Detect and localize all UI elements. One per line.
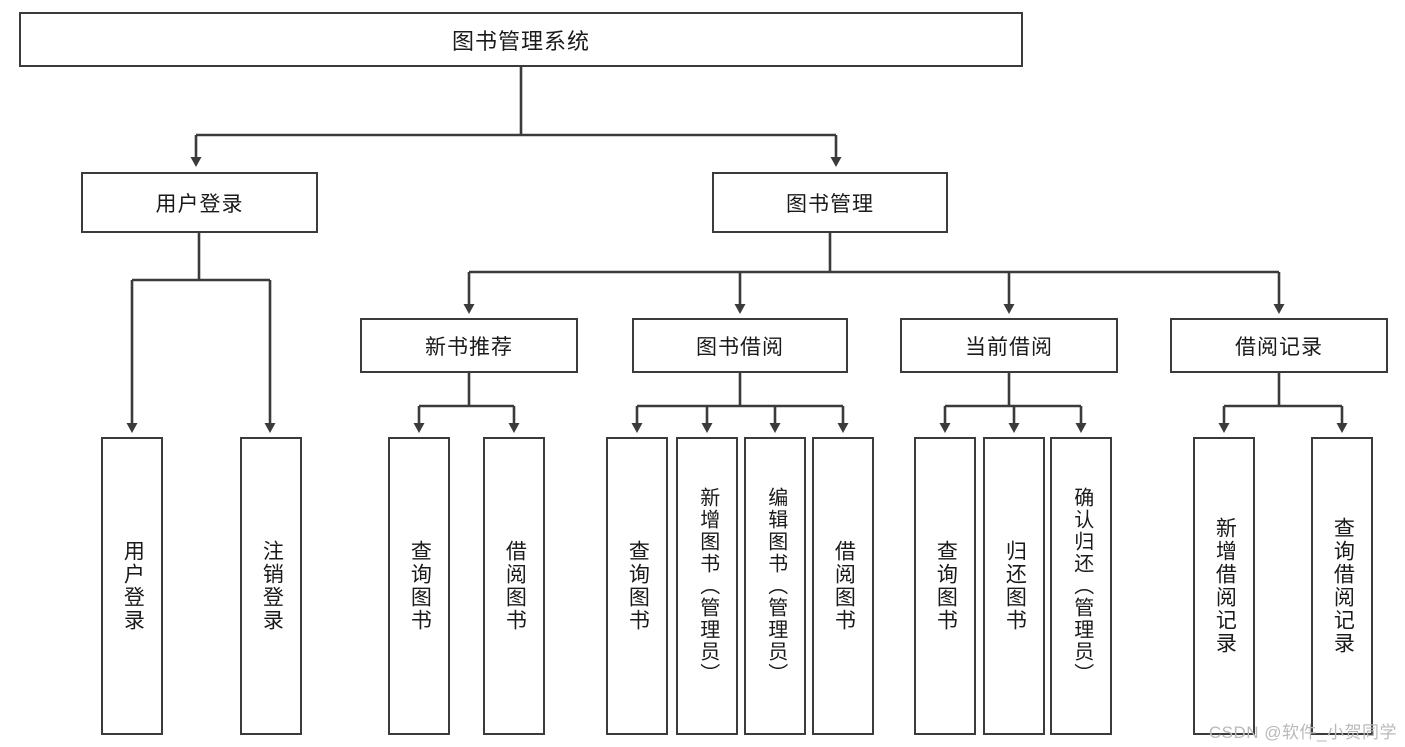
node-new-book-rec[interactable]: 新书推荐 (360, 318, 578, 373)
node-user-login[interactable]: 用户登录 (81, 172, 318, 233)
node-book-borrow[interactable]: 图书借阅 (632, 318, 848, 373)
node-leaf-query-book-rec[interactable]: 查询图书 (388, 437, 450, 735)
node-leaf-query-book-cb[interactable]: 查询图书 (914, 437, 976, 735)
node-book-manage[interactable]: 图书管理 (712, 172, 948, 233)
node-leaf-query-book-rec-label: 查询图书 (408, 540, 432, 632)
node-root[interactable]: 图书管理系统 (19, 12, 1023, 67)
node-leaf-edit-book[interactable]: 编辑图书（管理员） (744, 437, 806, 735)
node-leaf-edit-book-label: 编辑图书（管理员） (764, 487, 787, 685)
node-user-login-label: 用户登录 (155, 192, 244, 216)
node-book-manage-label: 图书管理 (786, 192, 874, 216)
node-leaf-borrow-book-rec[interactable]: 借阅图书 (483, 437, 545, 735)
node-leaf-add-book[interactable]: 新增图书（管理员） (676, 437, 738, 735)
node-leaf-return-book-label: 归还图书 (1003, 540, 1027, 632)
node-leaf-confirm-return-label: 确认归还（管理员） (1070, 487, 1093, 685)
node-leaf-borrow-book-rec-label: 借阅图书 (503, 540, 527, 632)
node-leaf-user-login[interactable]: 用户登录 (101, 437, 163, 735)
node-book-borrow-label: 图书借阅 (696, 335, 784, 359)
node-leaf-logout-label: 注销登录 (260, 540, 284, 632)
node-leaf-query-record[interactable]: 查询借阅记录 (1311, 437, 1373, 735)
node-leaf-query-book-cb-label: 查询图书 (934, 540, 958, 632)
node-borrow-record-label: 借阅记录 (1235, 335, 1323, 359)
node-leaf-add-record-label: 新增借阅记录 (1213, 517, 1237, 655)
node-leaf-query-record-label: 查询借阅记录 (1331, 517, 1355, 655)
node-leaf-add-book-label: 新增图书（管理员） (696, 487, 719, 685)
node-leaf-user-login-label: 用户登录 (121, 540, 145, 632)
node-leaf-borrow-book-bb[interactable]: 借阅图书 (812, 437, 874, 735)
node-leaf-return-book[interactable]: 归还图书 (983, 437, 1045, 735)
node-leaf-query-book-bb[interactable]: 查询图书 (606, 437, 668, 735)
node-borrow-record[interactable]: 借阅记录 (1170, 318, 1388, 373)
watermark: CSDN @软件_小贺同学 (1208, 723, 1397, 742)
node-leaf-confirm-return[interactable]: 确认归还（管理员） (1050, 437, 1112, 735)
node-leaf-logout[interactable]: 注销登录 (240, 437, 302, 735)
node-current-borrow-label: 当前借阅 (965, 335, 1053, 359)
node-root-label: 图书管理系统 (451, 28, 590, 54)
node-current-borrow[interactable]: 当前借阅 (900, 318, 1118, 373)
node-leaf-add-record[interactable]: 新增借阅记录 (1193, 437, 1255, 735)
node-leaf-borrow-book-bb-label: 借阅图书 (832, 540, 856, 632)
node-leaf-query-book-bb-label: 查询图书 (626, 540, 650, 632)
node-new-book-rec-label: 新书推荐 (425, 335, 513, 359)
